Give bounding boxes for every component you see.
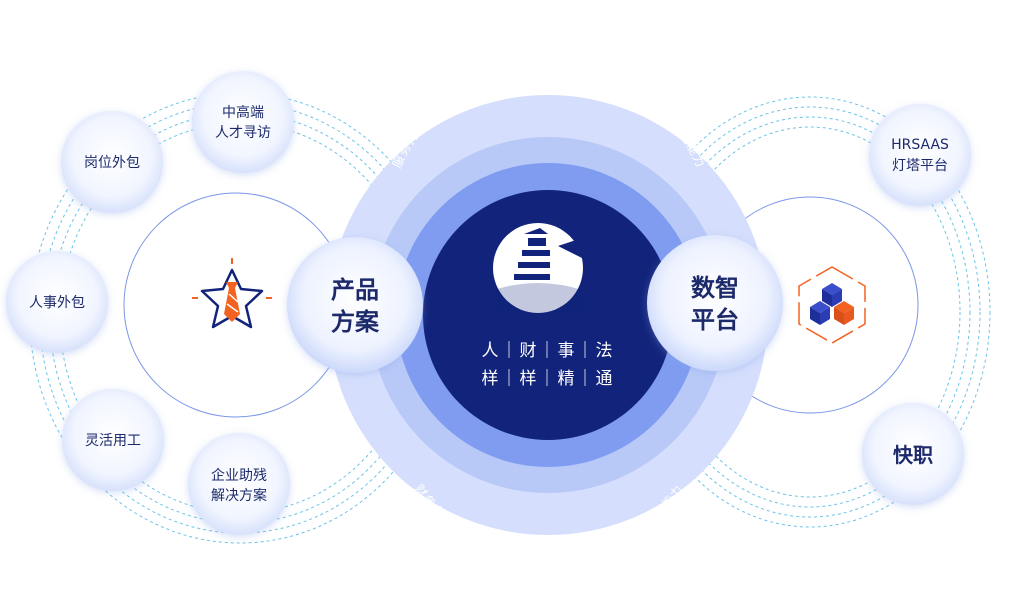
node-hr-outsourcing[interactable] xyxy=(6,251,108,353)
node-high-end-line2: 人才寻访 xyxy=(215,125,271,141)
node-flexible-staffing[interactable] xyxy=(62,389,164,491)
hub-digital-platform[interactable] xyxy=(647,235,783,371)
node-high-end-headhunting[interactable] xyxy=(192,71,294,173)
node-kuaizhi[interactable] xyxy=(862,403,964,505)
node-job-outsourcing-label: 岗位外包 xyxy=(84,155,140,171)
center-slogan-line2: 样｜样｜精｜通 xyxy=(482,369,615,389)
star-tie-icon xyxy=(192,258,272,329)
hub-platform-line1: 数智 xyxy=(691,274,739,302)
node-job-outsourcing[interactable] xyxy=(61,111,163,213)
center-slogan-line1: 人｜财｜事｜法 xyxy=(482,341,615,361)
node-disability-line2: 解决方案 xyxy=(211,487,267,504)
node-hrsaas-line1: HRSAAS xyxy=(891,137,949,153)
node-disability-line1: 企业助残 xyxy=(211,467,267,484)
hub-product-line2: 方案 xyxy=(331,308,380,336)
node-hrsaas-line2: 灯塔平台 xyxy=(892,158,948,174)
node-disability-solutions[interactable] xyxy=(188,433,290,535)
center-core xyxy=(423,190,673,440)
node-hr-outsourcing-label: 人事外包 xyxy=(29,295,85,311)
lighthouse-icon xyxy=(493,223,583,313)
node-hrsaas-lighthouse[interactable] xyxy=(869,104,971,206)
node-high-end-line1: 中高端 xyxy=(222,104,264,121)
hexagon-cubes-icon xyxy=(798,266,866,344)
node-kuaizhi-label: 快职 xyxy=(893,443,933,467)
hub-product-solutions[interactable] xyxy=(287,237,423,373)
hub-platform-line2: 平台 xyxy=(691,306,739,334)
node-flexible-staffing-label: 灵活用工 xyxy=(85,433,141,449)
hub-product-line1: 产品 xyxy=(331,276,379,304)
